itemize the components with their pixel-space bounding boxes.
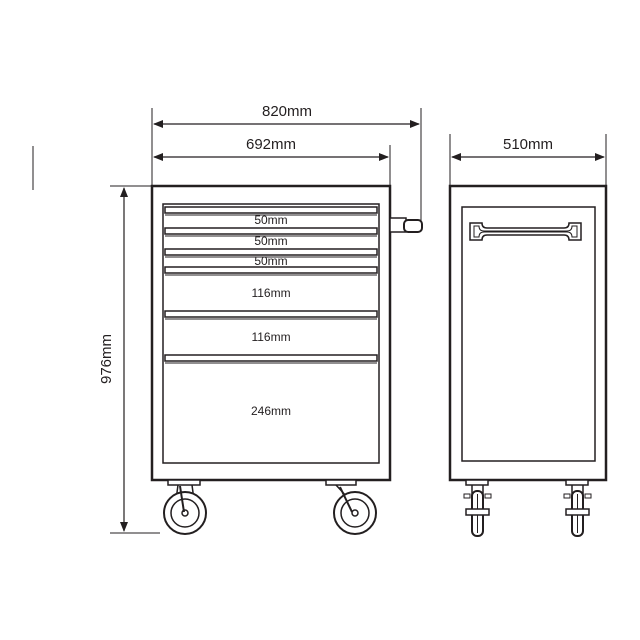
side-handle — [389, 217, 423, 233]
drawer: 50mm — [164, 206, 378, 227]
height-label: 976mm — [98, 334, 115, 384]
overall-width-label: 820mm — [262, 103, 312, 120]
front-inner-frame — [162, 203, 380, 464]
drawer: 116mm — [164, 310, 378, 344]
side-panel-handle — [469, 222, 582, 241]
side-view — [448, 184, 608, 537]
drawer: 50mm — [164, 248, 378, 268]
side-inner-frame — [461, 206, 596, 462]
drawer-label: 246mm — [251, 404, 291, 418]
overall-width-dimension: 820mm — [151, 103, 422, 222]
body-width-dimension: 692mm — [153, 136, 391, 186]
front-left-caster — [163, 479, 207, 535]
depth-dimension: 510mm — [449, 134, 607, 186]
drawer: 50mm — [164, 227, 378, 248]
drawer-stack: 50mm 50mm 50mm 116mm — [164, 206, 378, 418]
drawer-label: 50mm — [254, 254, 287, 268]
drawer: 116mm — [164, 266, 378, 300]
side-right-caster — [563, 479, 592, 537]
side-left-caster — [463, 479, 492, 537]
drawer-label: 50mm — [254, 213, 287, 227]
drawer-label: 116mm — [251, 286, 290, 300]
depth-label: 510mm — [503, 136, 553, 153]
front-right-caster — [325, 479, 377, 535]
drawer: 246mm — [164, 354, 378, 418]
drawer-label: 50mm — [254, 234, 287, 248]
body-width-label: 692mm — [246, 136, 296, 153]
drawer-label: 116mm — [251, 330, 290, 344]
height-dimension: 976mm — [98, 185, 160, 534]
front-view: 50mm 50mm 50mm 116mm — [150, 184, 423, 535]
